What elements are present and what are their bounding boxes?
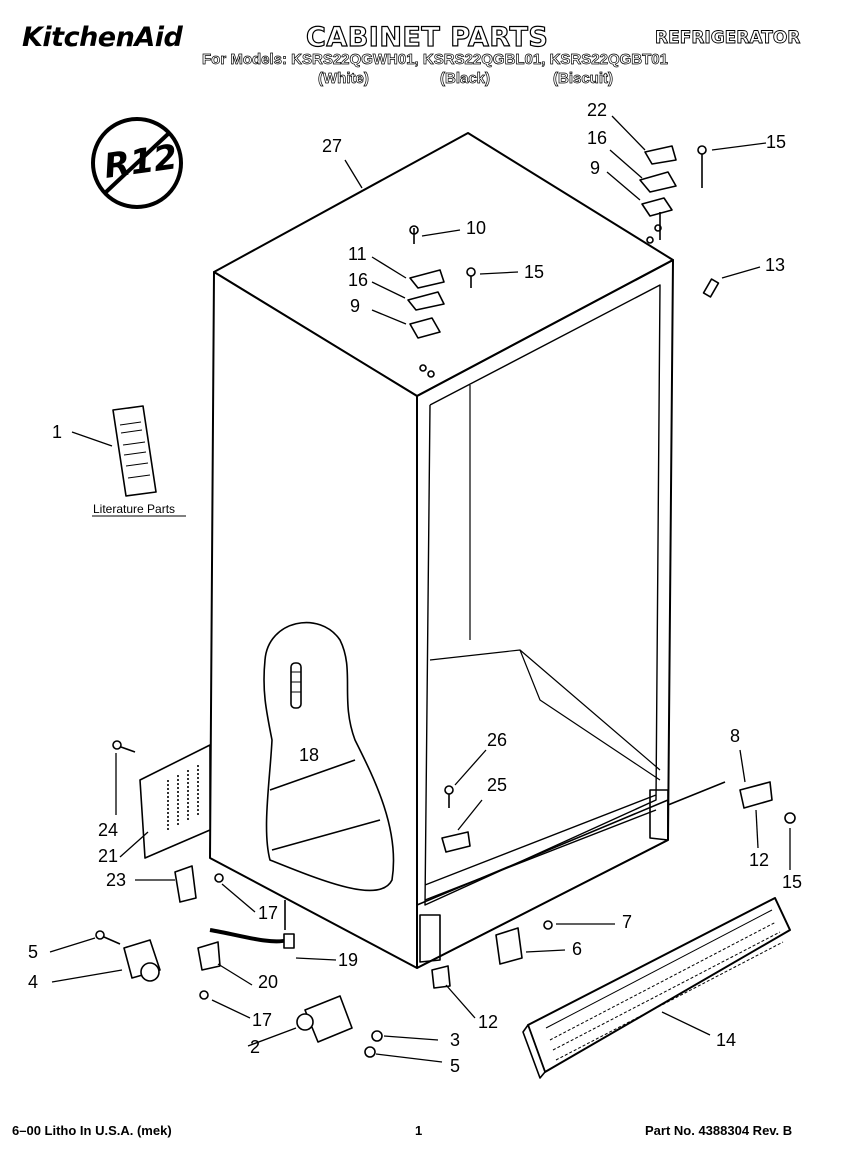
callout-8: 8 — [730, 726, 741, 746]
callout-9-lower: 9 — [350, 296, 361, 316]
callout-5-lower: 5 — [450, 1056, 461, 1076]
callout-5-left: 5 — [28, 942, 39, 962]
bracket-8 — [667, 781, 796, 824]
callout-25: 25 — [487, 775, 508, 795]
literature-parts-label: Literature Parts — [93, 502, 176, 516]
callout-3: 3 — [450, 1030, 461, 1050]
callout-26: 26 — [487, 730, 508, 750]
literature-booklet — [92, 405, 186, 517]
callout-21: 21 — [98, 846, 119, 866]
color-white: (White) — [318, 70, 370, 88]
callout-17-upper: 17 — [258, 903, 279, 923]
rear-panel-21 — [112, 740, 211, 859]
color-biscuit: (Biscuit) — [553, 70, 614, 88]
r12-badge — [91, 117, 183, 209]
page-title: CABINET PARTS — [305, 21, 549, 53]
appliance-type: REFRIGERATOR — [655, 28, 801, 49]
callout-15-lower: 15 — [524, 262, 545, 282]
callout-24: 24 — [98, 820, 119, 840]
bracket-25 — [441, 785, 471, 853]
footer-print-info: 6–00 Litho In U.S.A. (mek) — [12, 1123, 172, 1138]
callout-7: 7 — [622, 912, 633, 932]
upper-hinge-left — [407, 225, 476, 378]
callout-16-lower: 16 — [348, 270, 369, 290]
leveler-bracket-6 — [431, 920, 553, 989]
callout-27: 27 — [322, 136, 343, 156]
base-grille-14 — [522, 897, 791, 1079]
roller-assembly-4 — [95, 930, 161, 982]
callout-16-upper: 16 — [587, 128, 608, 148]
callout-15-right: 15 — [782, 872, 803, 892]
callout-13: 13 — [765, 255, 786, 275]
footer-page-number: 1 — [415, 1123, 423, 1138]
callout-4: 4 — [28, 972, 39, 992]
footer-part-number: Part No. 4388304 Rev. B — [645, 1123, 793, 1138]
callout-22: 22 — [587, 100, 608, 120]
bracket-23 — [174, 865, 224, 903]
upper-hinge-right — [639, 145, 720, 298]
callout-19: 19 — [338, 950, 359, 970]
callout-23: 23 — [106, 870, 127, 890]
leader-lines — [49, 115, 791, 1063]
drain-tube-19 — [197, 900, 295, 1000]
callout-14: 14 — [716, 1030, 737, 1050]
callout-12-lower: 12 — [478, 1012, 499, 1032]
brand-logo: KitchenAid — [22, 22, 183, 53]
color-black: (Black) — [440, 70, 491, 88]
callout-10: 10 — [466, 218, 487, 238]
callout-12-right: 12 — [749, 850, 770, 870]
callout-11: 11 — [348, 244, 367, 264]
callout-9-upper: 9 — [590, 158, 601, 178]
models-line: For Models: KSRS22QGWH01, KSRS22QGBL01, … — [202, 51, 669, 69]
callout-6: 6 — [572, 939, 583, 959]
callout-2: 2 — [250, 1037, 261, 1057]
refrigerator-cabinet — [209, 132, 674, 969]
callout-1: 1 — [52, 422, 63, 442]
callout-17-lower: 17 — [252, 1010, 273, 1030]
roller-bracket-2 — [296, 995, 383, 1058]
callout-18: 18 — [299, 745, 320, 765]
callout-20: 20 — [258, 972, 279, 992]
callout-15-upper: 15 — [766, 132, 787, 152]
